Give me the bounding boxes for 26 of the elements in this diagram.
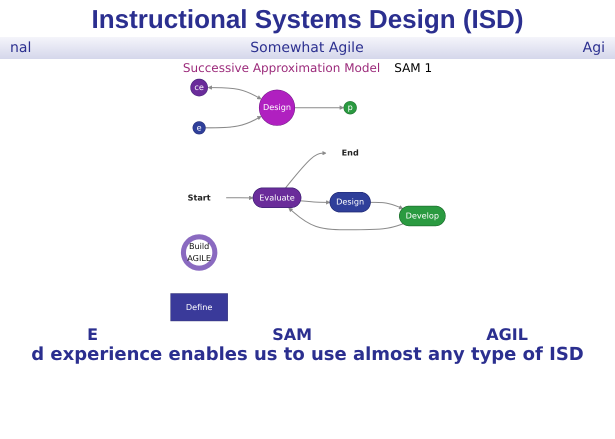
node-text: Start [187,192,210,202]
node-circle: e [192,121,206,134]
arrow [284,150,326,188]
arrow [207,85,262,100]
arrow [204,116,262,128]
node-circle: Design [258,90,295,126]
column-heading: Somewhat Agile [250,40,364,56]
arrow [294,105,344,110]
model-subtitle: SAM 1 [394,61,432,75]
model-title: Successive Approximation Model [182,61,380,75]
caption: d experience enables us to use almost any type of ISD [30,344,585,365]
column-heading: Agi [582,40,605,56]
arrow [225,196,253,200]
title: Instructional Systems Design (ISD) [90,4,524,35]
node-circle: ce [190,78,208,96]
node-box: Define [170,293,228,322]
arrow [300,200,330,205]
node-circle: p [343,101,356,114]
arrow [370,202,403,210]
model-name: AGIL [486,325,528,344]
node-circle: Build AGILE [180,234,217,271]
model-name: SAM [272,325,312,344]
model-name: E [87,325,98,344]
arrow [288,208,403,230]
node-text: End [341,148,358,158]
column-heading: nal [10,40,32,56]
